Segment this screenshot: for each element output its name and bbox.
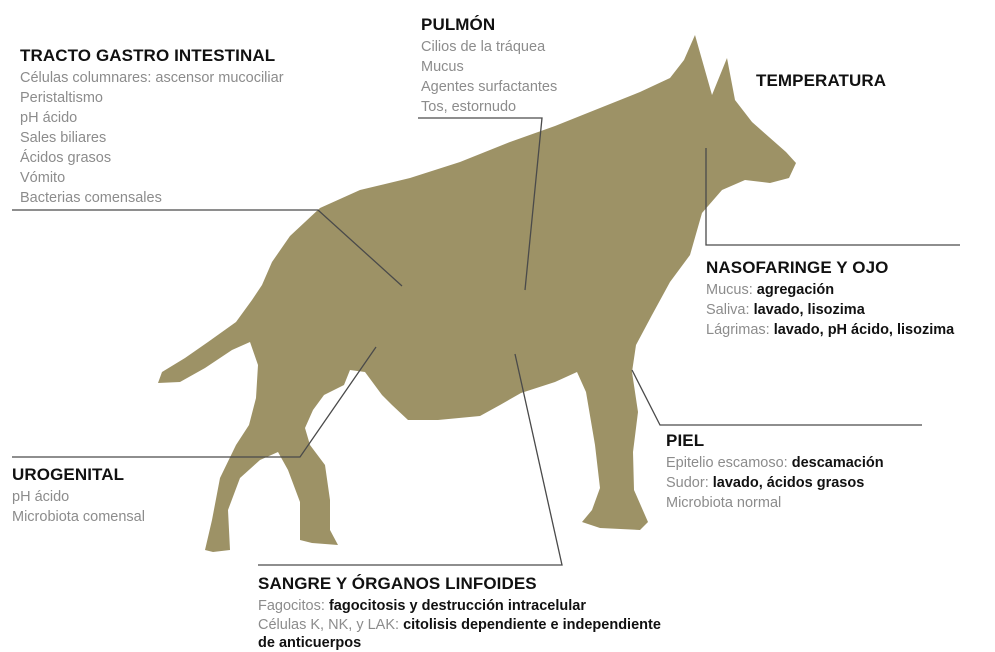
list-item: pH ácido [20,108,284,128]
section-pulmon: PULMÓN Cilios de la tráquea Mucus Agente… [421,14,557,117]
item-value: lavado, pH ácido, lisozima [774,322,955,338]
item-value: lavado, ácidos grasos [713,475,865,491]
leader-line-piel [632,370,922,425]
section-nasofaringe: NASOFARINGE Y OJO Mucus: agregación Sali… [706,257,954,340]
item-value: agregación [757,282,834,298]
section-title-urogenital: UROGENITAL [12,464,145,485]
list-item: Mucus: agregación [706,280,954,300]
item-label: Lágrimas: [706,322,770,338]
list-item: Tos, estornudo [421,97,557,117]
list-item: Agentes surfactantes [421,77,557,97]
list-item: pH ácido [12,487,145,507]
section-gastro: TRACTO GASTRO INTESTINAL Células columna… [20,45,284,208]
item-label: Saliva: [706,302,750,318]
section-title-piel: PIEL [666,430,884,451]
item-label: Microbiota normal [666,495,781,511]
list-item: Saliva: lavado, lisozima [706,300,954,320]
list-item: Células K, NK, y LAK: citolisis dependie… [258,616,678,652]
section-title-sangre: SANGRE Y ÓRGANOS LINFOIDES [258,573,678,594]
list-item: Sudor: lavado, ácidos grasos [666,473,884,493]
list-item: Vómito [20,168,284,188]
section-title-pulmon: PULMÓN [421,14,557,35]
item-value: lavado, lisozima [754,302,865,318]
section-temperatura: TEMPERATURA [756,70,886,93]
list-item: Microbiota comensal [12,507,145,527]
item-label: Mucus: [706,282,753,298]
item-label: Epitelio escamoso: [666,455,788,471]
section-title-nasofaringe: NASOFARINGE Y OJO [706,257,954,278]
list-item: Bacterias comensales [20,188,284,208]
list-item: Microbiota normal [666,493,884,513]
list-item: Ácidos grasos [20,148,284,168]
list-item: Sales biliares [20,128,284,148]
section-title-temperatura: TEMPERATURA [756,70,886,91]
item-value: descamación [792,455,884,471]
list-item: Peristaltismo [20,88,284,108]
item-label: Fagocitos: [258,598,325,614]
item-value: fagocitosis y destrucción intracelular [329,598,586,614]
section-piel: PIEL Epitelio escamoso: descamación Sudo… [666,430,884,513]
list-item: Células columnares: ascensor mucociliar [20,68,284,88]
list-item: Fagocitos: fagocitosis y destrucción int… [258,596,678,616]
section-urogenital: UROGENITAL pH ácido Microbiota comensal [12,464,145,527]
section-sangre: SANGRE Y ÓRGANOS LINFOIDES Fagocitos: fa… [258,573,678,652]
list-item: Epitelio escamoso: descamación [666,453,884,473]
section-title-gastro: TRACTO GASTRO INTESTINAL [20,45,284,66]
list-item: Cilios de la tráquea [421,37,557,57]
item-label: Células K, NK, y LAK: [258,617,399,633]
list-item: Lágrimas: lavado, pH ácido, lisozima [706,320,954,340]
item-label: Sudor: [666,475,709,491]
list-item: Mucus [421,57,557,77]
